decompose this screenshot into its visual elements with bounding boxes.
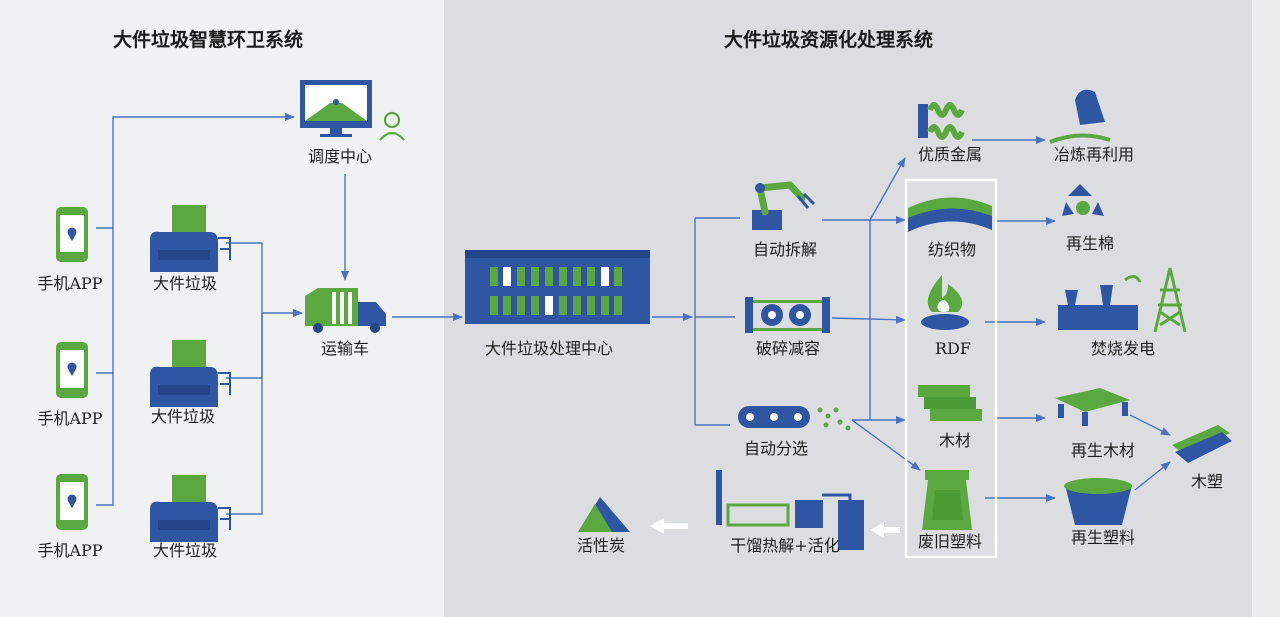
wood-planks-icon xyxy=(918,385,982,421)
activated-carbon-label: 活性炭 xyxy=(576,536,626,555)
monitor-icon xyxy=(300,80,372,137)
app-label-2: 手机APP xyxy=(37,409,103,428)
connector-rewood-woodplastic xyxy=(1129,414,1171,436)
phone-icon xyxy=(56,207,88,262)
smelting-icon xyxy=(1049,89,1111,144)
activated-carbon-icon xyxy=(578,497,630,532)
power-label: 焚烧发电 xyxy=(1090,339,1156,358)
materials-highlight-box xyxy=(904,178,998,559)
dismantle-label: 自动拆解 xyxy=(752,240,818,259)
wood-plastic-label: 木塑 xyxy=(1190,472,1224,491)
left-system-title: 大件垃圾智慧环卫系统 xyxy=(113,29,304,51)
plastic-label: 废旧塑料 xyxy=(917,532,983,551)
pyrolysis-plant-icon xyxy=(716,470,864,550)
cotton-label: 再生棉 xyxy=(1065,234,1115,253)
plastic-stool-icon xyxy=(922,470,972,530)
wood-plastic-icon xyxy=(1172,425,1232,463)
flame-icon xyxy=(921,275,969,330)
connector-waste2 xyxy=(226,313,263,379)
right-system-title: 大件垃圾资源化处理系统 xyxy=(724,29,934,51)
bulky-waste-icon xyxy=(150,205,231,272)
smelting-label: 冶炼再利用 xyxy=(1053,145,1135,164)
connector-phone3 xyxy=(96,373,114,506)
white-arrows xyxy=(650,518,900,538)
phone-icon xyxy=(56,342,88,398)
connector-phone2 xyxy=(96,228,114,374)
recycled-wood-label: 再生木材 xyxy=(1070,441,1136,460)
connector-waste1 xyxy=(226,242,263,313)
app-label-3: 手机APP xyxy=(37,541,103,560)
sort-label: 自动分选 xyxy=(743,439,809,458)
pyrolysis-label: 干馏热解+活化 xyxy=(730,536,840,555)
connector-phones-dispatch xyxy=(96,113,295,229)
processing-center-label: 大件垃圾处理中心 xyxy=(484,339,614,358)
truck-icon xyxy=(305,288,386,333)
app-label-1: 手机APP xyxy=(37,274,103,293)
phone-icon xyxy=(56,474,88,530)
bulky-waste-icon xyxy=(150,475,231,542)
recycled-plastic-label: 再生塑料 xyxy=(1070,528,1136,547)
connector-waste3 xyxy=(226,313,263,515)
wood-label: 木材 xyxy=(938,431,972,450)
textile-icon xyxy=(908,197,992,232)
power-tower-icon xyxy=(1153,267,1187,333)
crusher-icon xyxy=(745,297,830,333)
bulky-waste-icon xyxy=(150,340,231,407)
bulky-waste-label-1: 大件垃圾 xyxy=(152,274,218,293)
operator-icon xyxy=(379,111,405,141)
connector-fan-metal xyxy=(869,157,906,221)
power-plant-icon xyxy=(1058,275,1142,330)
textile-label: 纺织物 xyxy=(927,240,977,259)
white-arrow-pyrolysis-carbon xyxy=(650,518,688,534)
metal-coil-icon xyxy=(918,102,965,140)
connectors xyxy=(96,113,1171,515)
pallet-icon xyxy=(1055,388,1130,426)
bulky-waste-label-2: 大件垃圾 xyxy=(150,407,216,426)
connector-replastic-woodplastic xyxy=(1134,461,1171,491)
robot-arm-icon xyxy=(752,181,816,230)
plastic-pellets-icon xyxy=(1064,478,1132,525)
processing-center-icon xyxy=(465,250,650,324)
truck-label: 运输车 xyxy=(320,339,370,358)
connector-crush-rdf xyxy=(831,315,906,324)
bulky-waste-label-3: 大件垃圾 xyxy=(152,541,218,560)
dispatch-center-label: 调度中心 xyxy=(307,147,373,166)
conveyor-icon xyxy=(738,406,851,431)
connector-fan-plastic xyxy=(851,419,921,471)
metal-label: 优质金属 xyxy=(917,145,983,164)
crush-label: 破碎减容 xyxy=(755,339,821,358)
white-arrow-plastic-pyrolysis xyxy=(870,522,900,538)
rdf-label: RDF xyxy=(935,339,971,358)
right-edge xyxy=(1252,0,1280,617)
recycle-icon xyxy=(1062,184,1104,216)
